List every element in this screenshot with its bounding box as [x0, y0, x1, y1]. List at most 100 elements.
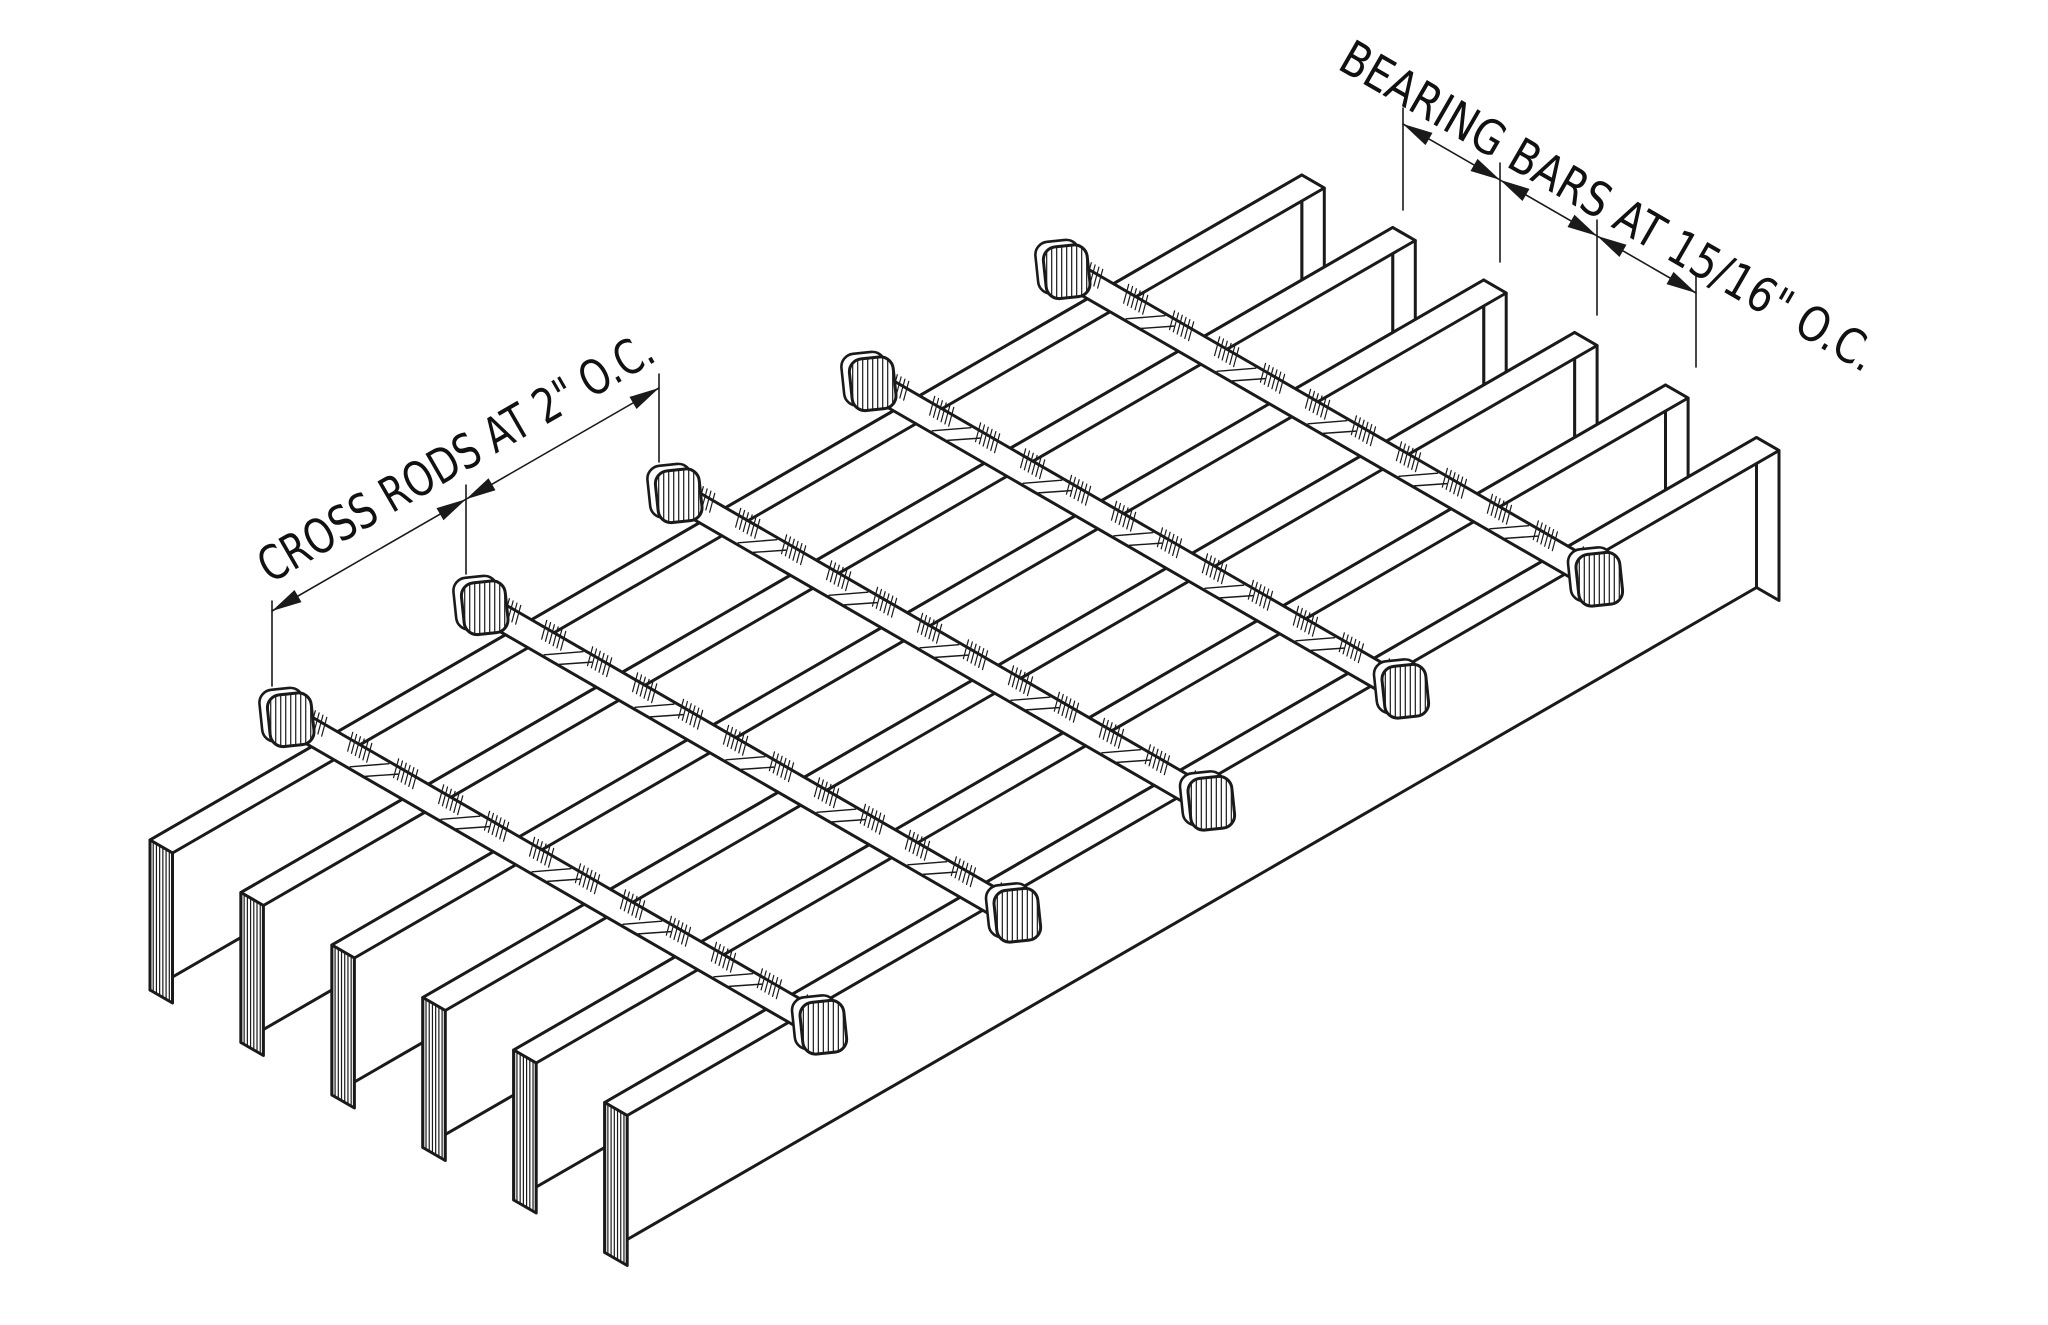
bearing-bar-dimension: [1402, 107, 1697, 368]
twist-collar-hatch: [496, 593, 522, 625]
rod-cap-hatch: [270, 691, 312, 748]
bearing-bars-layer: [148, 173, 1781, 1267]
bar-end-hatch: [425, 998, 443, 1160]
twist-collar-hatch: [904, 829, 931, 861]
twist-collar-hatch: [780, 534, 807, 566]
bar-end-hatch: [607, 1103, 625, 1265]
twist-collar-hatch: [974, 422, 1001, 454]
twist-collar-hatch: [1110, 500, 1137, 532]
twist-lines: [1295, 636, 1345, 652]
dimension-arrowhead: [1666, 271, 1696, 293]
twist-collar-hatch: [1156, 527, 1183, 559]
twist-lines: [1113, 531, 1163, 547]
twist-lines: [1489, 524, 1539, 540]
cross-rod: [840, 350, 1431, 720]
bar-end-hatch: [152, 841, 170, 1002]
twist-lines: [907, 860, 957, 876]
twist-collar-hatch: [735, 507, 761, 539]
rod-cap-hatch: [464, 579, 506, 636]
twist-lines: [816, 808, 866, 823]
twist-collar-hatch: [1213, 336, 1240, 368]
twist-lines: [349, 762, 399, 778]
twist-collar-hatch: [962, 639, 989, 671]
twist-lines: [931, 426, 981, 442]
twist-lines: [1204, 584, 1254, 599]
dimensions-layer: [271, 107, 1697, 687]
twist-collar-hatch: [1486, 493, 1513, 525]
twist-collar-hatch: [483, 810, 510, 842]
twist-collar-hatch: [586, 646, 613, 678]
twist-collar-hatch: [710, 941, 737, 973]
dimension-arrowhead: [1500, 179, 1530, 201]
dimension-arrowhead: [1403, 124, 1433, 146]
twist-collar-hatch: [1395, 441, 1422, 473]
twist-collar-hatch: [722, 724, 749, 756]
rod-cap-hatch: [1190, 775, 1232, 832]
twist-collar-hatch: [619, 889, 646, 921]
twist-collar-hatch: [392, 758, 419, 790]
dimension-arrowhead: [1470, 158, 1500, 180]
twist-lines: [531, 867, 581, 883]
twist-collar-hatch: [950, 856, 977, 888]
twist-collar-hatch: [1247, 579, 1274, 611]
twist-lines: [1125, 314, 1175, 330]
twist-lines: [1216, 367, 1266, 382]
rod-end-cap: [1372, 658, 1431, 720]
twist-lines: [1398, 472, 1448, 487]
twist-lines: [1307, 419, 1357, 435]
rod-end-cap: [1034, 238, 1092, 301]
twist-collar-hatch: [768, 751, 795, 783]
twist-collar-hatch: [1144, 744, 1171, 776]
twist-collar-hatch: [1098, 717, 1125, 749]
cross-rod: [646, 462, 1237, 832]
twist-lines: [725, 755, 775, 771]
rod-cap-hatch: [1578, 551, 1620, 608]
dimension-arrowhead: [272, 590, 302, 611]
bar-end-hatch: [334, 946, 352, 1107]
twist-collar-hatch: [859, 803, 886, 835]
cross-rods-label: CROSS RODS AT 2" O.C.: [248, 322, 664, 594]
rod-end-cap: [840, 350, 898, 413]
rod-end-cap: [1178, 770, 1237, 832]
twist-collar-hatch: [1441, 467, 1468, 499]
rod-end-cap: [258, 686, 316, 749]
twist-lines: [543, 650, 593, 666]
twist-lines: [1022, 479, 1072, 494]
rod-cap-hatch: [1046, 243, 1088, 300]
dimension-arrowhead: [436, 499, 466, 521]
twist-collar-hatch: [1065, 474, 1092, 506]
dimension-arrowhead: [1597, 235, 1627, 257]
twist-collar-hatch: [347, 731, 373, 763]
twist-collar-hatch: [813, 777, 840, 809]
twist-collar-hatch: [1259, 362, 1286, 394]
twist-collar-hatch: [438, 784, 464, 816]
dimension-arrowhead: [629, 388, 659, 409]
twist-collar-hatch: [929, 395, 955, 427]
twist-collar-hatch: [756, 968, 783, 1000]
twist-collar-hatch: [871, 586, 898, 618]
twist-lines: [919, 643, 969, 659]
rod-cap-hatch: [996, 887, 1038, 944]
bar-end-hatch: [516, 1051, 534, 1212]
rod-cap-hatch: [1384, 663, 1426, 720]
cross-rod-dimension: [271, 373, 660, 687]
twist-collar-hatch: [1338, 632, 1365, 664]
rod-end-cap: [790, 994, 849, 1056]
twist-lines: [713, 972, 763, 988]
twist-collar-hatch: [1019, 448, 1046, 480]
twist-collar-hatch: [1168, 310, 1195, 342]
twist-lines: [1010, 696, 1060, 711]
twist-lines: [634, 703, 684, 718]
twist-collar-hatch: [1053, 691, 1080, 723]
twist-lines: [440, 815, 490, 830]
twist-collar-hatch: [1532, 520, 1559, 552]
dimension-arrowhead: [466, 478, 496, 500]
rod-end-cap: [452, 574, 510, 637]
cross-rods-layer: [258, 238, 1625, 1056]
rod-cap-hatch: [852, 355, 894, 412]
bar-end-hatch: [243, 893, 261, 1055]
cross-rod: [258, 686, 849, 1056]
dimension-arrowhead: [1567, 214, 1597, 236]
